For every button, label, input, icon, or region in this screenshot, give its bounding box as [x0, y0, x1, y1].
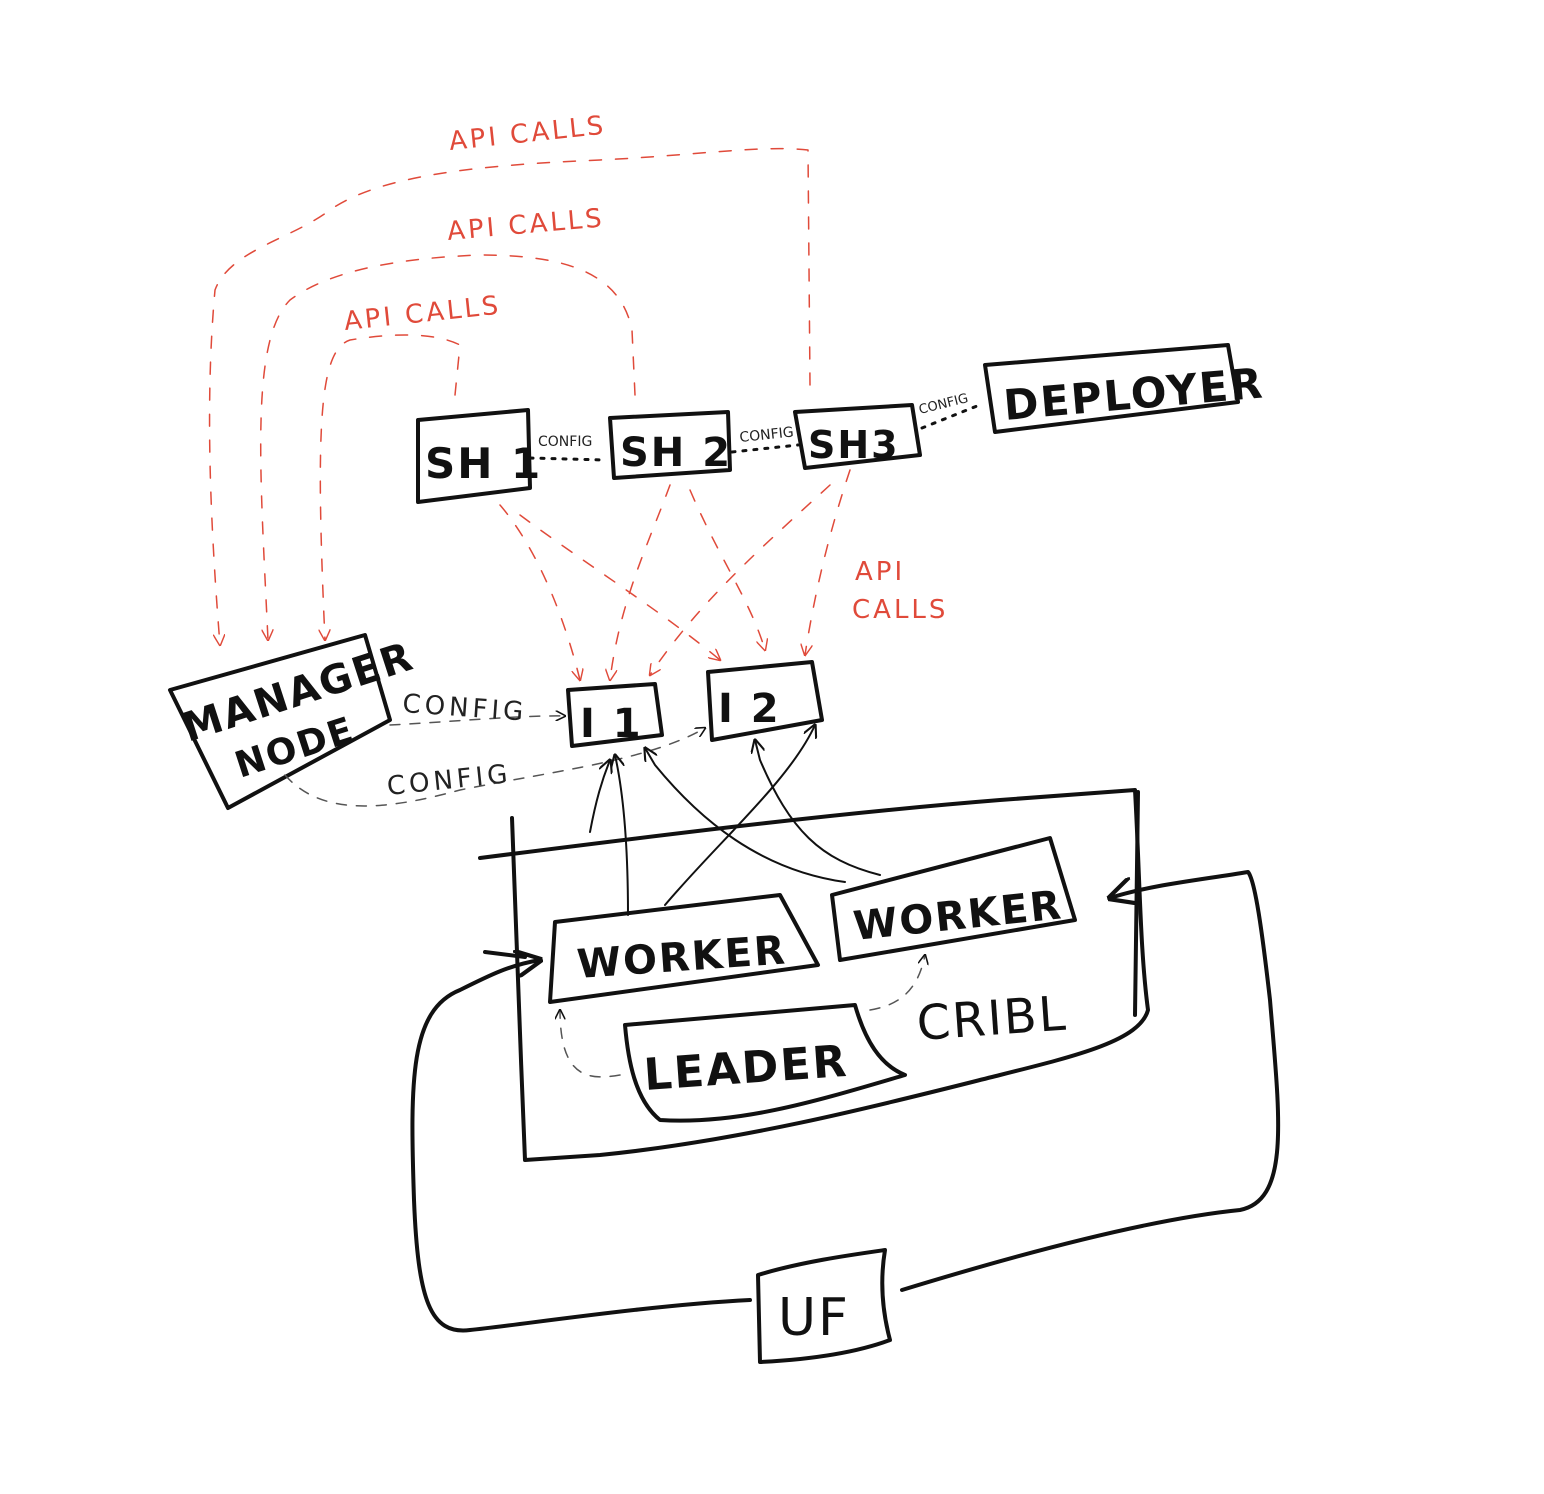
- api-calls-connectors: [208, 147, 851, 680]
- api-calls-label-middle: API CALLS: [446, 203, 606, 247]
- sh1-box[interactable]: SH 1: [416, 408, 542, 504]
- uf-to-cribl-right-loop: [900, 870, 1281, 1292]
- uf-to-worker-left-loop: [410, 960, 752, 1333]
- manager-node-box[interactable]: MANAGER NODE: [168, 633, 419, 810]
- config-label-sh2-sh3: CONFIG: [739, 424, 795, 446]
- calls-label-right: CALLS: [852, 595, 948, 625]
- api-arrow-sh2-to-i1: [610, 484, 671, 680]
- uf-box[interactable]: UF: [756, 1248, 892, 1364]
- config-link-manager-i2: [284, 728, 705, 807]
- worker-right-to-i2-arrow: [755, 740, 881, 876]
- leader-to-worker-left-arrow: [560, 1010, 621, 1078]
- worker-right-box[interactable]: WORKER: [830, 836, 1077, 962]
- config-label-manager-i1: CONFIG: [402, 689, 529, 728]
- cribl-label: CRIBL: [915, 986, 1069, 1052]
- config-link-sh3-deployer: [920, 402, 984, 430]
- api-arrow-sh2-to-i2: [689, 489, 765, 650]
- sh2-box[interactable]: SH 2: [608, 410, 732, 480]
- api-calls-label-top: API CALLS: [448, 111, 608, 157]
- config-link-sh2-sh3: [730, 443, 800, 454]
- api-arrow-sh3-to-i1: [650, 484, 831, 675]
- api-arrow-sh1-to-manager: [320, 334, 461, 640]
- worker-left-label: WORKER: [575, 927, 788, 988]
- api-arrow-sh1-to-i1: [499, 504, 580, 680]
- i1-label: I 1: [580, 701, 643, 747]
- leader-label: LEADER: [642, 1036, 850, 1101]
- sh1-label: SH 1: [425, 439, 542, 488]
- uf-label: UF: [778, 1288, 850, 1348]
- sh2-label: SH 2: [620, 430, 732, 476]
- config-label-sh3-deployer: CONFIG: [917, 391, 970, 418]
- worker-left-to-i2-arrow: [664, 725, 815, 906]
- leader-box[interactable]: LEADER: [623, 1003, 907, 1123]
- deployer-label: DEPLOYER: [1002, 358, 1267, 430]
- i2-label: I 2: [718, 686, 781, 732]
- worker-left-to-i1-arrow: [615, 755, 629, 916]
- config-label-sh1-sh2: CONFIG: [538, 434, 592, 450]
- i2-box[interactable]: I 2: [706, 660, 824, 742]
- config-link-manager-i1: [389, 716, 565, 726]
- api-label-right: API: [855, 557, 905, 587]
- api-arrow-sh1-to-i2: [519, 514, 720, 660]
- config-label-manager-i2: CONFIG: [386, 759, 513, 802]
- sh3-box[interactable]: SH3: [793, 403, 922, 470]
- cribl-to-i1-arrow: [589, 760, 610, 833]
- sh3-label: SH3: [808, 423, 900, 467]
- config-link-sh1-sh2: [528, 456, 607, 462]
- i1-box[interactable]: I 1: [566, 682, 664, 748]
- api-arrow-sh2-to-manager: [259, 254, 636, 640]
- worker-right-to-i1-arrow: [645, 748, 846, 883]
- worker-left-box[interactable]: WORKER: [548, 893, 820, 1004]
- worker-left-entry-arrow: [483, 950, 527, 959]
- leader-to-worker-right-arrow: [869, 955, 925, 1011]
- deployer-box[interactable]: DEPLOYER: [983, 343, 1267, 434]
- api-calls-label-lower: API CALLS: [343, 291, 503, 337]
- api-arrow-sh3-to-i2: [805, 469, 851, 655]
